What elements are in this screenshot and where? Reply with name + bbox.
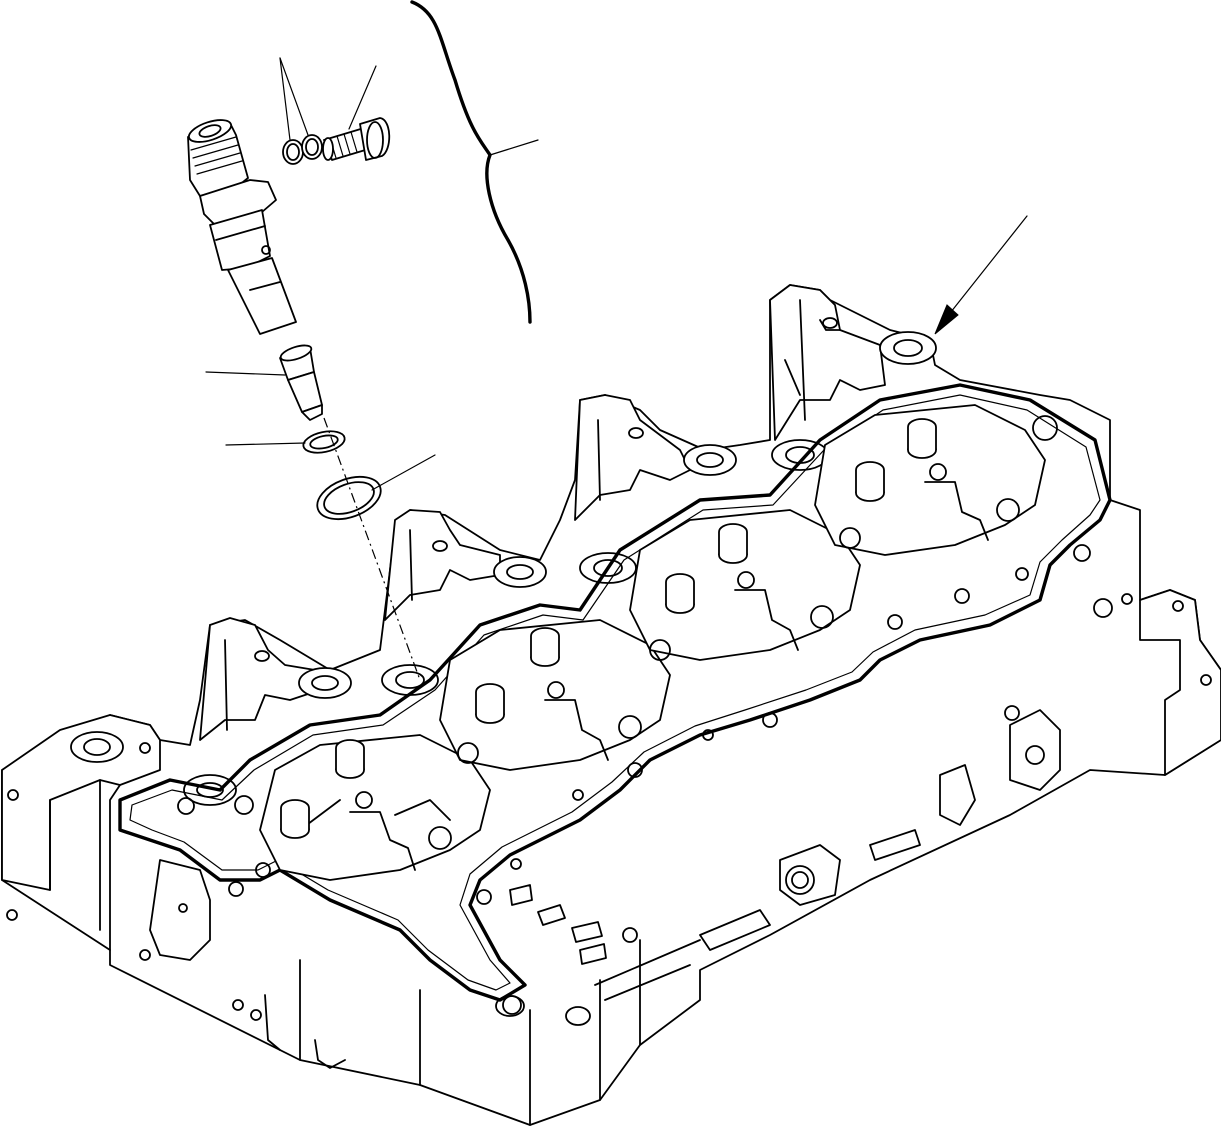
injector-holder [187, 119, 297, 335]
banjo-washers [282, 134, 323, 165]
cylinder-head [1, 284, 1221, 1126]
end-block-right [1139, 589, 1221, 776]
valve-recess-cyl4 [814, 404, 1046, 556]
target-arrow [934, 215, 1028, 335]
front-face-lines [109, 784, 641, 1126]
injector-seal-large [316, 475, 382, 521]
leader-lines [205, 57, 436, 491]
injector-washer-small [302, 430, 346, 454]
gasket-bolt-holes [177, 415, 1133, 1015]
end-block-left [1, 714, 161, 891]
cam-tower-4 [769, 284, 886, 441]
harness-leader [489, 139, 539, 156]
valve-recess-cyl3 [629, 509, 861, 661]
rocker-gasket [118, 383, 1112, 1002]
valve-recess-cyl1 [259, 734, 491, 881]
rear-bosses [183, 331, 937, 806]
injector-centerline [323, 417, 421, 681]
injector-nozzle [279, 344, 323, 421]
harness-brace [410, 0, 532, 324]
valve-recess-cyl2 [439, 619, 671, 771]
banjo-bolt [322, 117, 391, 161]
